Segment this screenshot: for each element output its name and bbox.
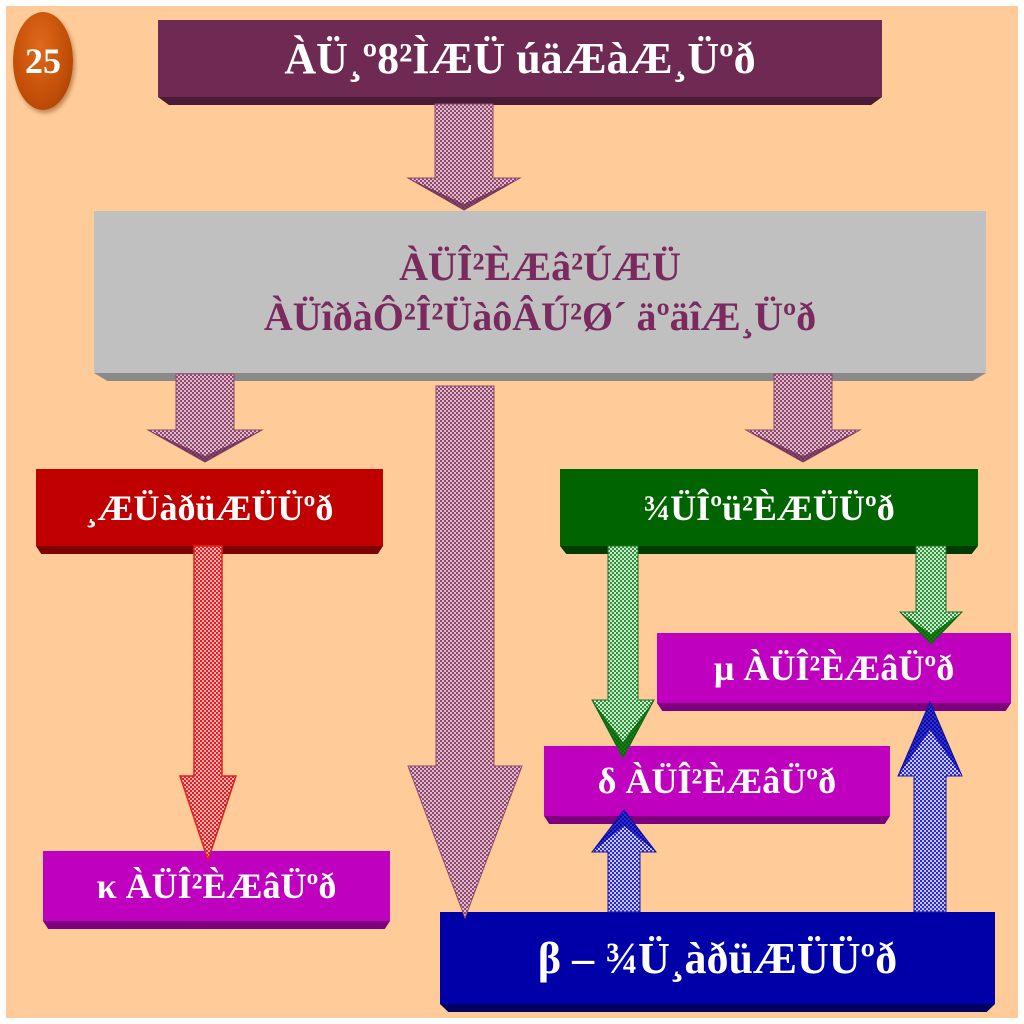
slide-number: 25 (25, 41, 61, 81)
delta-box-text: δ ÀÜÎ²ÈÆâÜºð (597, 761, 837, 801)
mu-box: µ ÀÜÎ²ÈÆâÜºð (657, 633, 1011, 703)
title-box: ÀÜ¸º8²ÌÆÜ úäÆàÆ¸Üºð (158, 20, 882, 97)
main-box-line2: ÀÜîðàÔ²Î²ÜàôÂÚ²Ø´ äºäîÆ¸Üºð (263, 294, 817, 339)
title-text: ÀÜ¸º8²ÌÆÜ úäÆàÆ¸Üºð (284, 34, 756, 83)
mu-box-text: µ ÀÜÎ²ÈÆâÜºð (713, 648, 955, 688)
kappa-box: κ ÀÜÎ²ÈÆâÜºð (43, 851, 390, 921)
right-box: ¾ÜÎºü²ÈÆÜÜºð (560, 469, 978, 546)
left-box-text: ¸ÆÜàðüÆÜÜºð (85, 487, 334, 528)
beta-box: β – ¾Ü¸àðüÆÜÜºð (440, 912, 995, 1004)
delta-box: δ ÀÜÎ²ÈÆâÜºð (544, 746, 890, 816)
main-box-line1: ÀÜÎ²ÈÆâ²ÚÆÜ (399, 244, 681, 289)
left-box: ¸ÆÜàðüÆÜÜºð (36, 469, 383, 546)
main-box: ÀÜÎ²ÈÆâ²ÚÆÜ ÀÜîðàÔ²Î²ÜàôÂÚ²Ø´ äºäîÆ¸Üºð (94, 211, 986, 373)
right-box-text: ¾ÜÎºü²ÈÆÜÜºð (643, 487, 895, 528)
kappa-box-text: κ ÀÜÎ²ÈÆâÜºð (96, 866, 337, 906)
slide-number-badge: 25 (13, 12, 73, 110)
beta-box-text: β – ¾Ü¸àðüÆÜÜºð (537, 933, 898, 983)
